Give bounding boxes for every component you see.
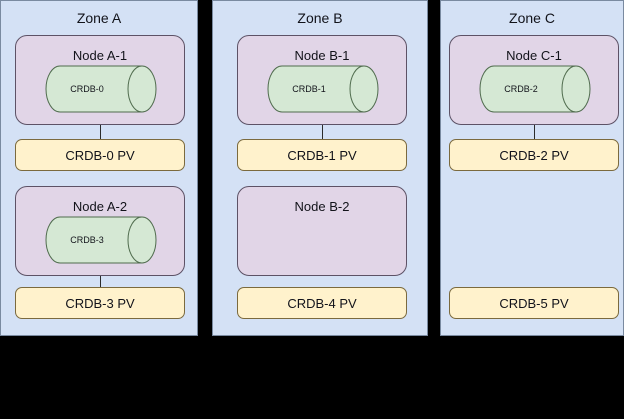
pv-crdb-3[interactable]: CRDB-3 PV	[15, 287, 185, 319]
pv-crdb-0[interactable]: CRDB-0 PV	[15, 139, 185, 171]
zone-c-title: Zone C	[509, 10, 555, 26]
node-a-2-title: Node A-2	[72, 199, 128, 214]
database-cylinder-crdb-3: CRDB-3	[45, 216, 157, 264]
pv-crdb-4[interactable]: CRDB-4 PV	[237, 287, 407, 319]
database-cylinder-crdb-2: CRDB-2	[479, 65, 591, 113]
connector-node-b-1	[322, 111, 323, 139]
zone-a-title: Zone A	[76, 10, 122, 26]
pv-crdb-5[interactable]: CRDB-5 PV	[449, 287, 619, 319]
connector-node-a-1	[100, 111, 101, 139]
zone-b-title: Zone B	[297, 10, 343, 26]
node-b-1-title: Node B-1	[294, 48, 350, 63]
node-b-2[interactable]: Node B-2	[237, 186, 407, 276]
pv-crdb-1[interactable]: CRDB-1 PV	[237, 139, 407, 171]
pv-crdb-2[interactable]: CRDB-2 PV	[449, 139, 619, 171]
node-c-1-title: Node C-1	[506, 48, 562, 63]
connector-node-c-1	[534, 111, 535, 139]
database-cylinder-crdb-0: CRDB-0	[45, 65, 157, 113]
database-cylinder-crdb-1: CRDB-1	[267, 65, 379, 113]
node-b-2-title: Node B-2	[294, 199, 350, 214]
node-a-1-title: Node A-1	[72, 48, 128, 63]
